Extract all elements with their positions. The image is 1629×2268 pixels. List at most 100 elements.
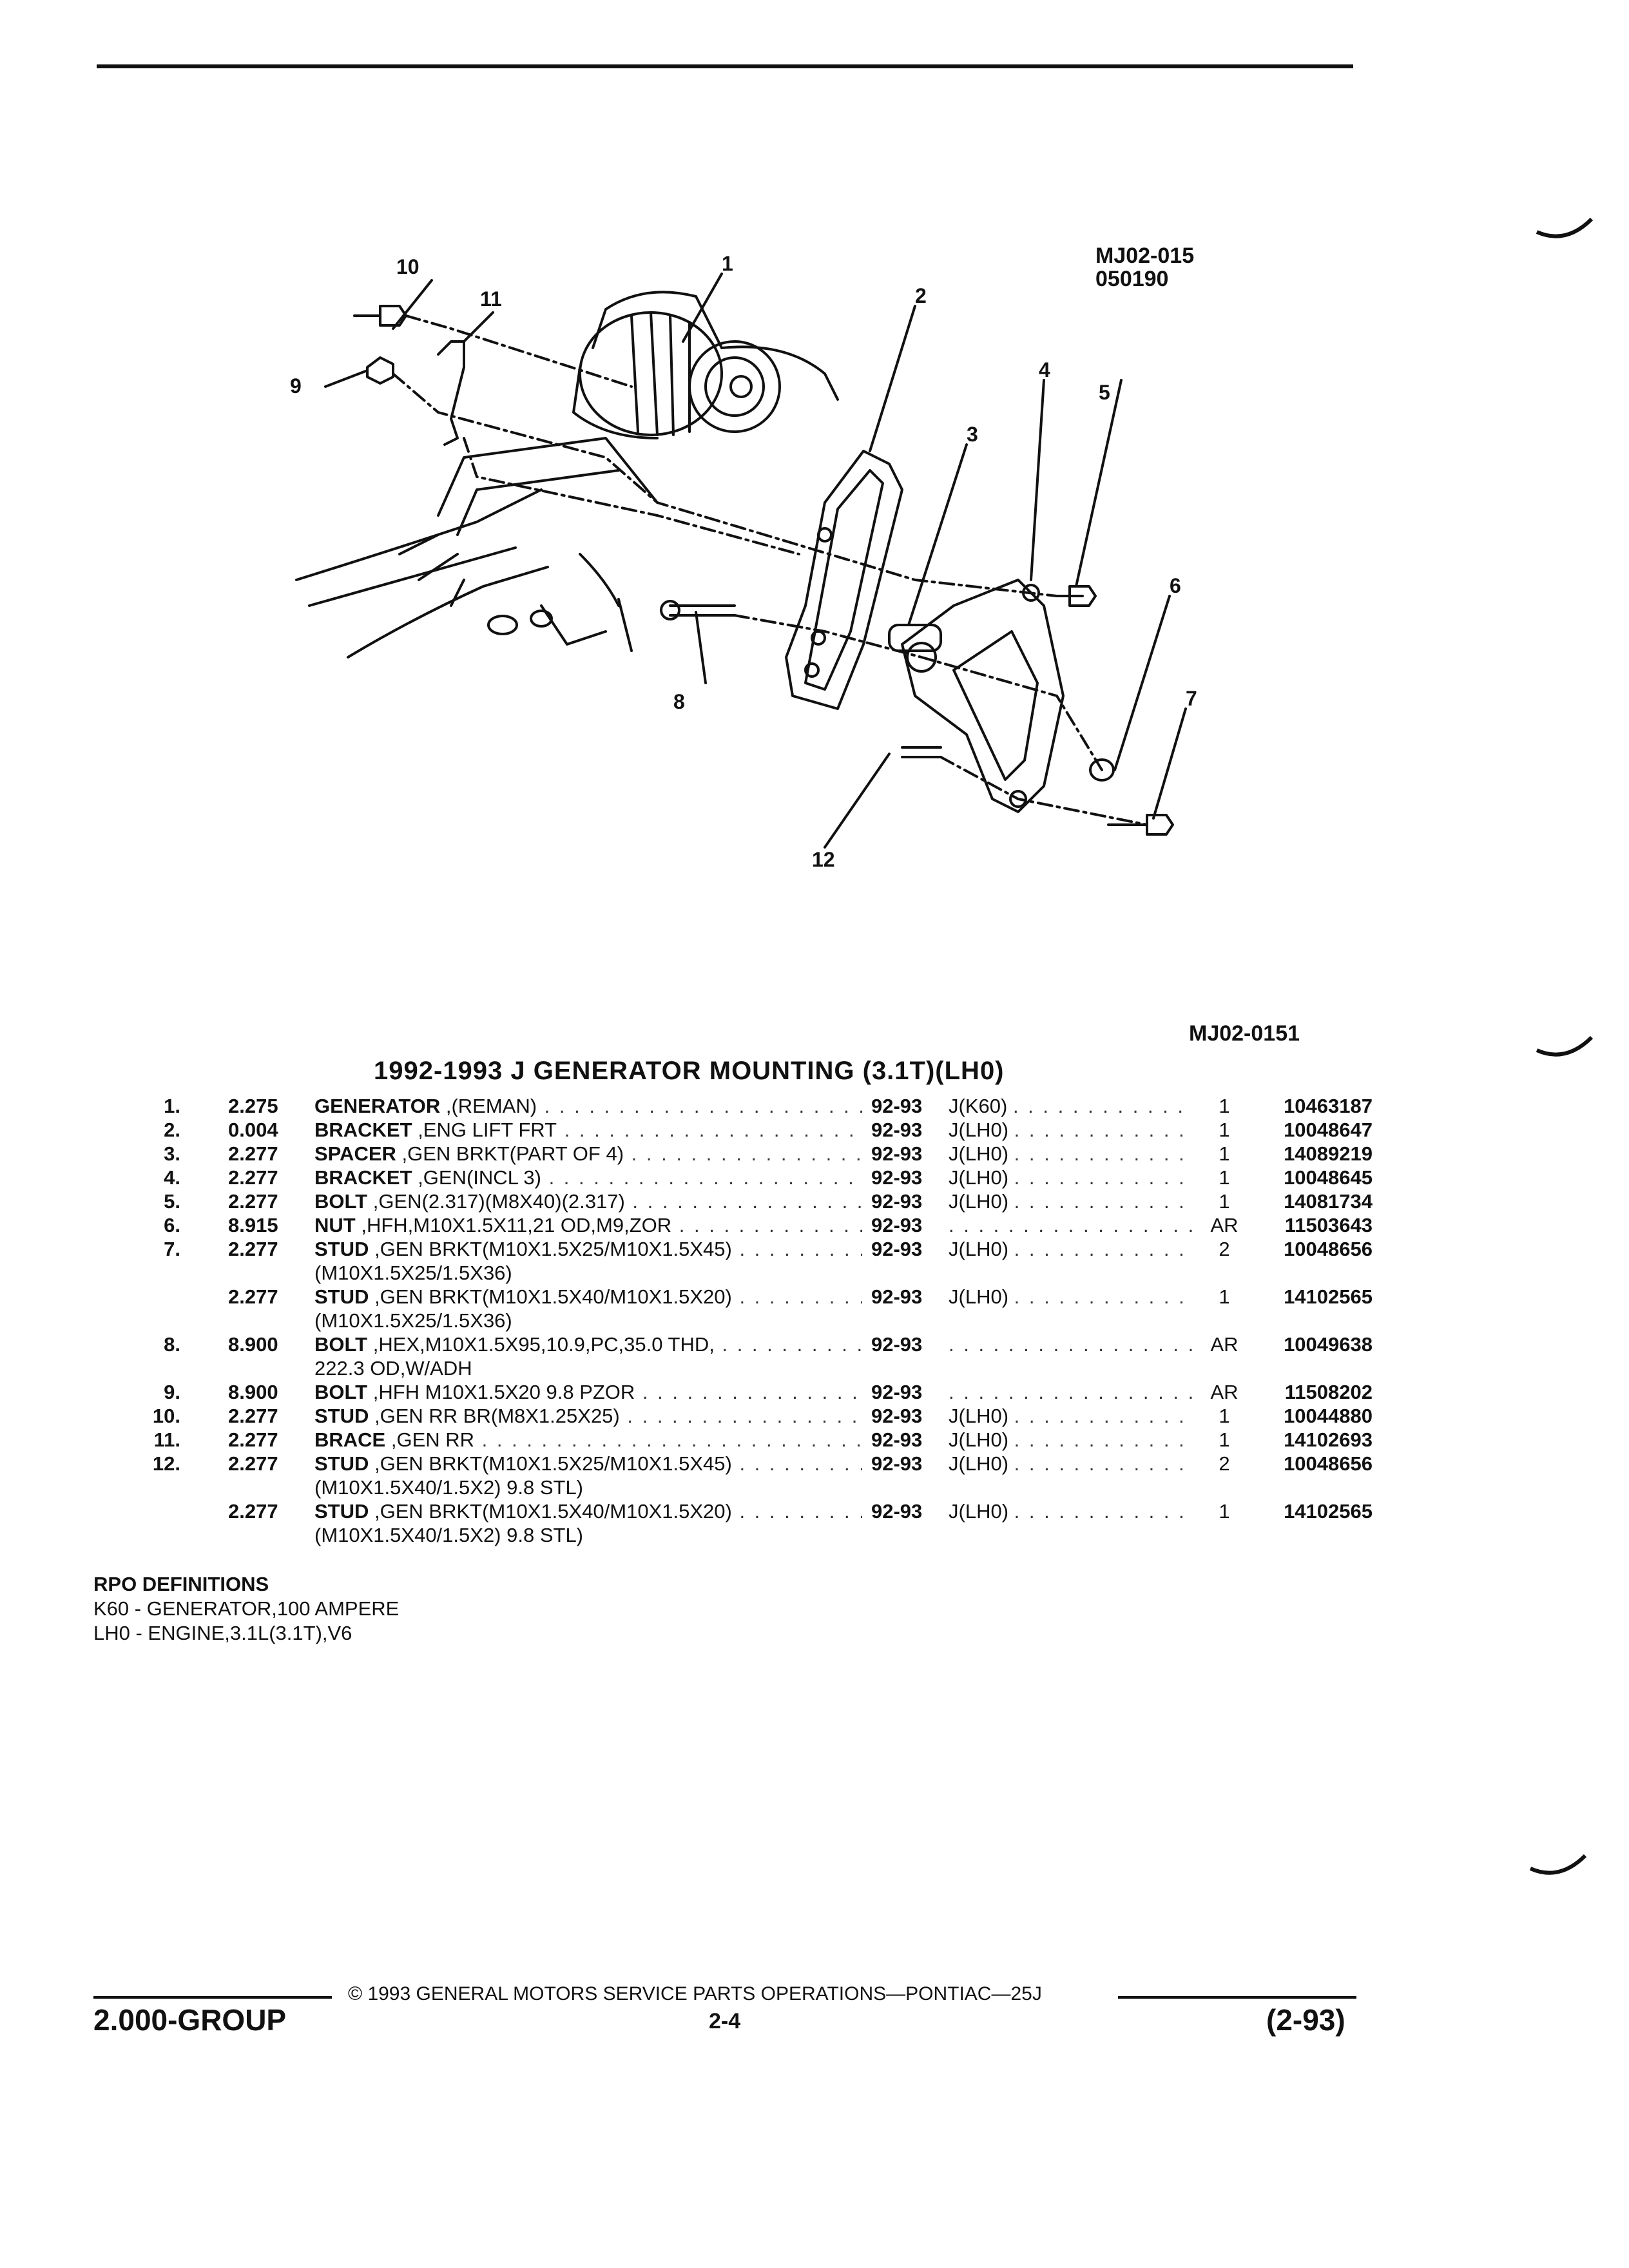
model-year: 92-93 [871, 1333, 923, 1356]
part-number: 10049638 [1284, 1333, 1373, 1356]
model-code: J(LH0) . . . . . . . . . . . . . . . . .… [949, 1428, 1192, 1452]
footer-page-number: 2-4 [709, 2009, 741, 2033]
leader-dots: . . . . . . . . . . . . . . . . . . . . … [548, 1166, 862, 1189]
quantity: 1 [1219, 1428, 1230, 1451]
ref-number: 9. [164, 1381, 180, 1403]
part-detail: ,GEN(2.317)(M8X40)(2.317) [372, 1190, 625, 1213]
part-row: 5. 2.277 BOLT ,GEN(2.317)(M8X40)(2.317) . … [129, 1189, 1373, 1213]
model-code: . . . . . . . . . . . . . . . . . . . . … [949, 1213, 1192, 1237]
ref-code: MJ02-015 [1095, 244, 1195, 268]
callout-number: 4 [1039, 358, 1050, 381]
model-year: 92-93 [871, 1166, 923, 1189]
leader-dots: . . . . . . . . . . . . . . . . . . . . … [949, 1214, 1192, 1236]
part-detail-continued: (M10X1.5X40/1.5X2) 9.8 STL) [314, 1476, 584, 1499]
footer-date: (2-93) [1266, 2003, 1345, 2037]
model-year: 92-93 [871, 1190, 923, 1213]
quantity: 1 [1219, 1095, 1230, 1117]
part-description: STUD ,GEN BRKT(M10X1.5X40/M10X1.5X20) . … [314, 1285, 862, 1309]
part-description: BOLT ,HFH M10X1.5X20 9.8 PZOR . . . . . … [314, 1380, 862, 1404]
model-code-text: J(LH0) [949, 1142, 1009, 1165]
quantity: 2 [1219, 1238, 1230, 1260]
model-code: J(LH0) . . . . . . . . . . . . . . . . .… [949, 1142, 1192, 1166]
part-detail-continued: (M10X1.5X40/1.5X2) 9.8 STL) [314, 1524, 584, 1546]
part-description: BOLT ,GEN(2.317)(M8X40)(2.317) . . . . .… [314, 1189, 862, 1213]
leader-dots: . . . . . . . . . . . . . . . . . . . . … [481, 1428, 862, 1451]
part-name: BRACKET [314, 1119, 412, 1141]
part-name: STUD [314, 1500, 369, 1523]
model-code-text: J(LH0) [949, 1190, 1009, 1213]
part-detail-continued: 222.3 OD,W/ADH [314, 1357, 472, 1379]
part-number: 10048647 [1284, 1119, 1373, 1141]
quantity: 1 [1219, 1166, 1230, 1189]
model-code-text: J(LH0) [949, 1428, 1009, 1451]
part-row-continuation: (M10X1.5X40/1.5X2) 9.8 STL) [129, 1523, 1373, 1547]
model-code: J(LH0) . . . . . . . . . . . . . . . . .… [949, 1452, 1192, 1475]
quantity: AR [1210, 1381, 1239, 1403]
part-detail-continued: (M10X1.5X25/1.5X36) [314, 1309, 512, 1332]
part-number: 11503643 [1284, 1214, 1373, 1236]
ref-number: 2. [164, 1119, 180, 1141]
leader-dots: . . . . . . . . . . . . . . . . . . . . … [739, 1285, 862, 1308]
quantity: 1 [1219, 1119, 1230, 1141]
ref-number: 6. [164, 1214, 180, 1236]
leader-dots: . . . . . . . . . . . . . . . . . . . . … [632, 1190, 862, 1213]
leader-dots: . . . . . . . . . . . . . . . . . . . . … [627, 1405, 862, 1427]
leader-dots: . . . . . . . . . . . . . . . . . . . . … [949, 1381, 1192, 1403]
callout-number: 12 [812, 848, 835, 871]
part-name: STUD [314, 1238, 369, 1260]
part-row: 2.277 STUD ,GEN BRKT(M10X1.5X40/M10X1.5X2… [129, 1499, 1373, 1523]
part-number: 14081734 [1284, 1190, 1373, 1213]
footer-copyright: © 1993 GENERAL MOTORS SERVICE PARTS OPER… [348, 1983, 1042, 2004]
group-number: 2.277 [228, 1190, 278, 1213]
quantity: 1 [1219, 1285, 1230, 1308]
group-number: 2.277 [228, 1500, 278, 1523]
ref-number: 5. [164, 1190, 180, 1213]
leader-dots: . . . . . . . . . . . . . . . . . . . . … [1014, 1166, 1192, 1189]
part-number: 10048656 [1284, 1238, 1373, 1260]
model-code: J(LH0) . . . . . . . . . . . . . . . . .… [949, 1285, 1192, 1309]
top-rule [97, 64, 1353, 68]
part-description: STUD ,GEN RR BR(M8X1.25X25) . . . . . . … [314, 1404, 862, 1428]
part-name: SPACER [314, 1142, 396, 1165]
section-title: 1992-1993 J GENERATOR MOUNTING (3.1T)(LH… [374, 1057, 1005, 1085]
leader-dots: . . . . . . . . . . . . . . . . . . . . … [1014, 1238, 1192, 1260]
leader-dots: . . . . . . . . . . . . . . . . . . . . … [1012, 1095, 1192, 1117]
leader-dots: . . . . . . . . . . . . . . . . . . . . … [1014, 1428, 1192, 1451]
part-number: 10048645 [1284, 1166, 1373, 1189]
part-name: STUD [314, 1285, 369, 1308]
part-description: NUT ,HFH,M10X1.5X11,21 OD,M9,ZOR . . . .… [314, 1213, 862, 1237]
part-description: STUD ,GEN BRKT(M10X1.5X40/M10X1.5X20) . … [314, 1499, 862, 1523]
part-row-continuation: (M10X1.5X25/1.5X36) [129, 1261, 1373, 1285]
rpo-heading: RPO DEFINITIONS [93, 1573, 269, 1595]
group-number: 2.275 [228, 1095, 278, 1117]
leader-dots: . . . . . . . . . . . . . . . . . . . . … [631, 1142, 862, 1165]
part-number: 14089219 [1284, 1142, 1373, 1165]
part-detail: ,GEN RR [390, 1428, 475, 1451]
part-name: BRACKET [314, 1166, 412, 1189]
ref-number: 1. [164, 1095, 180, 1117]
rpo-line: K60 - GENERATOR,100 AMPERE [93, 1597, 400, 1620]
footer-group: 2.000-GROUP [93, 2003, 287, 2037]
model-year: 92-93 [871, 1119, 923, 1141]
group-number: 2.277 [228, 1405, 278, 1427]
ref-code: 050190 [1095, 267, 1169, 291]
generator-mounting-diagram: 1 2 3 4 5 6 7 8 9 10 11 12 [290, 252, 1197, 871]
leader-dots: . . . . . . . . . . . . . . . . . . . . … [949, 1333, 1192, 1356]
quantity: 1 [1219, 1405, 1230, 1427]
model-year: 92-93 [871, 1285, 923, 1308]
leader-dots: . . . . . . . . . . . . . . . . . . . . … [1014, 1500, 1192, 1523]
model-code: J(LH0) . . . . . . . . . . . . . . . . .… [949, 1237, 1192, 1261]
leader-dots: . . . . . . . . . . . . . . . . . . . . … [544, 1095, 862, 1117]
part-detail: ,HFH,M10X1.5X11,21 OD,M9,ZOR [361, 1214, 672, 1236]
part-description: BRACKET ,ENG LIFT FRT . . . . . . . . . … [314, 1118, 862, 1142]
model-code-text: J(LH0) [949, 1285, 1009, 1308]
